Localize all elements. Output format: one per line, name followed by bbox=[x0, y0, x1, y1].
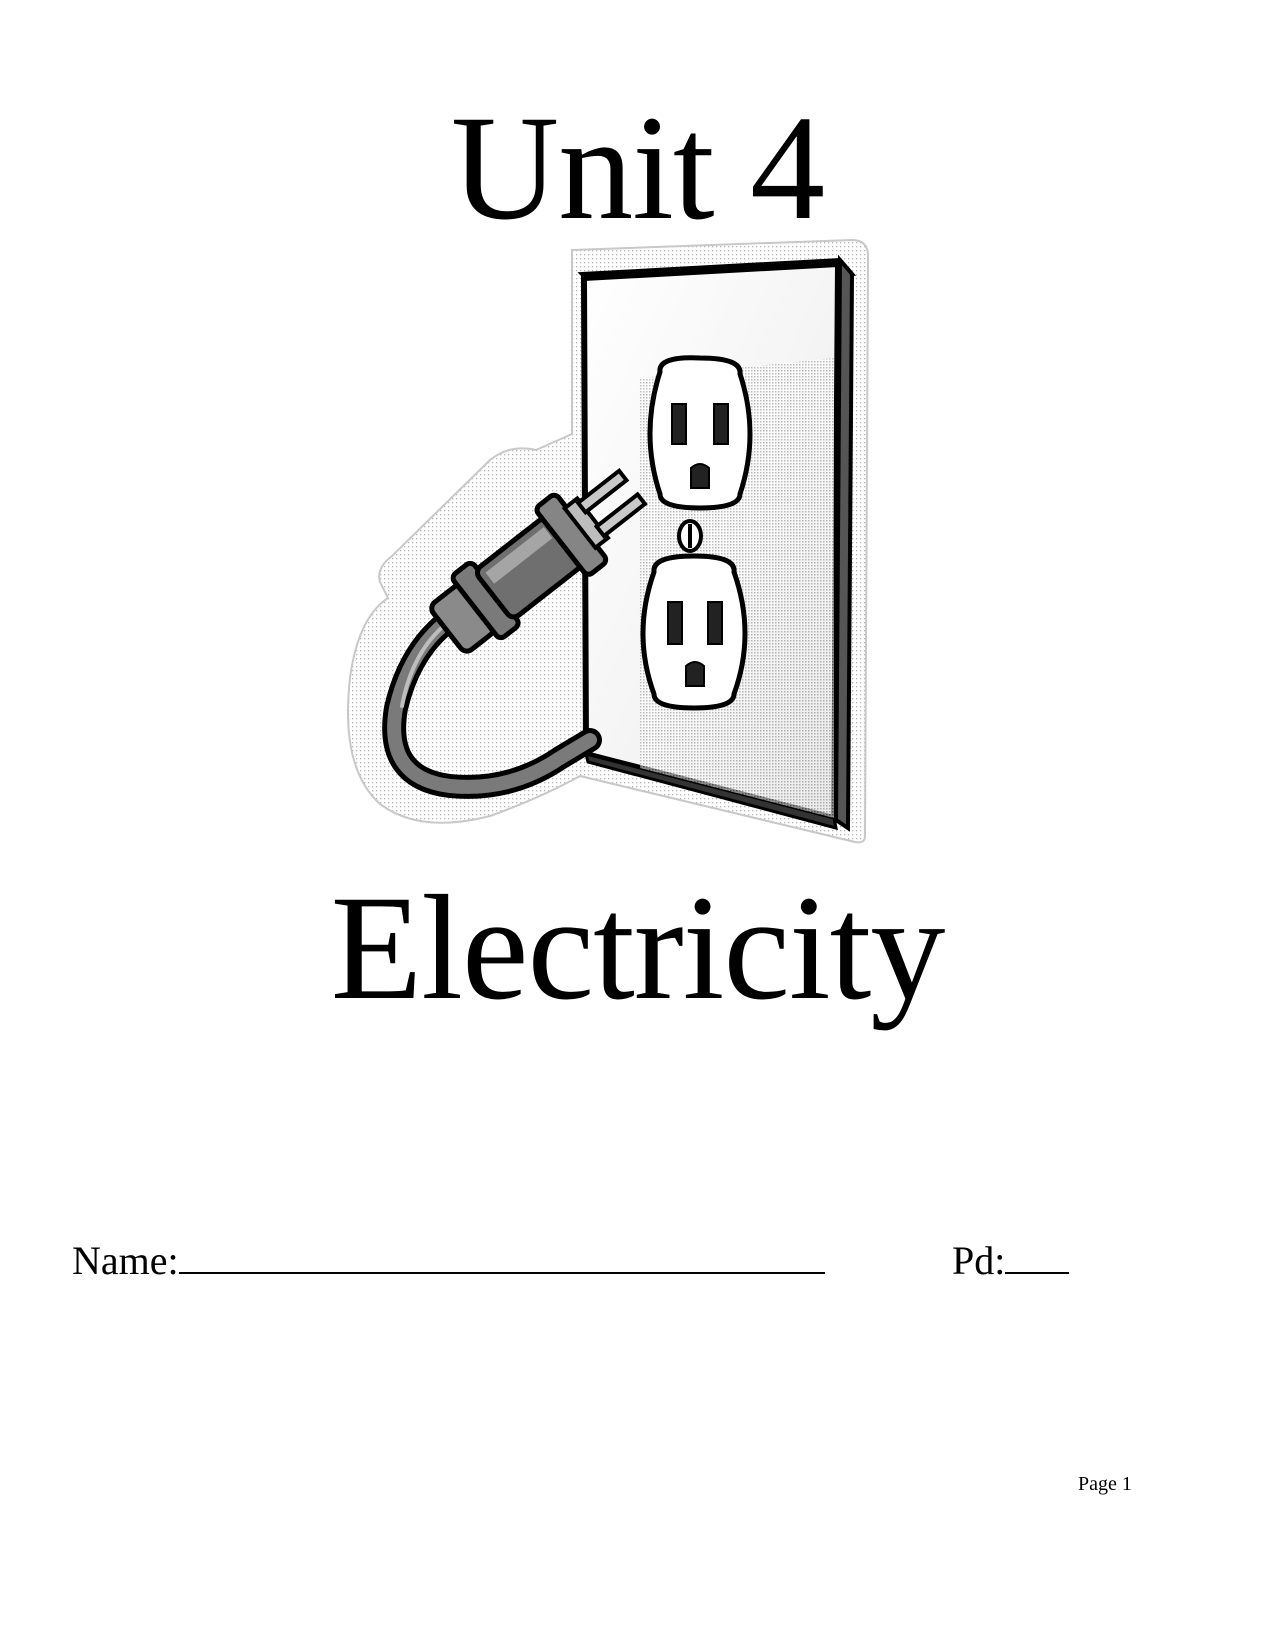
period-blank-line[interactable] bbox=[1005, 1232, 1070, 1274]
period-field[interactable]: Pd: bbox=[952, 1232, 1070, 1289]
subject-title: Electricity bbox=[330, 865, 946, 1031]
electrical-outlet-with-plug-icon bbox=[340, 238, 880, 848]
unit-title: Unit 4 bbox=[450, 85, 825, 251]
period-label: Pd: bbox=[952, 1238, 1006, 1283]
name-label: Name: bbox=[72, 1238, 179, 1283]
page-number: Page 1 bbox=[1078, 1473, 1132, 1495]
name-blank-line[interactable] bbox=[178, 1232, 825, 1274]
name-field[interactable]: Name: bbox=[72, 1232, 825, 1289]
